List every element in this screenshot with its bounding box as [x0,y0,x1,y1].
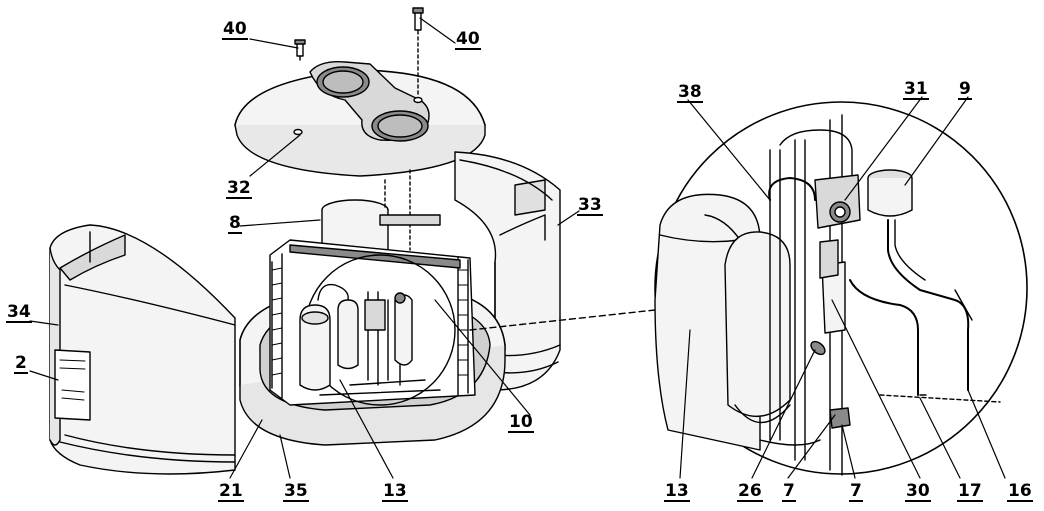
detail-view [654,101,1028,476]
callout-13-main: 13 [382,481,408,502]
callout-33: 33 [577,195,603,216]
callout-31: 31 [903,79,929,100]
callout-40-left: 40 [222,19,248,40]
callout-9: 9 [958,79,972,100]
screw-right [412,7,424,31]
callout-32: 32 [226,178,252,199]
callout-8: 8 [228,213,242,234]
callout-7-a: 7 [782,481,796,502]
callout-26: 26 [737,481,763,502]
callout-2: 2 [14,353,28,374]
heat-pump-unit [269,239,476,406]
rear-cover [454,151,561,391]
callout-10: 10 [508,412,534,433]
callout-38: 38 [677,82,703,103]
callout-13-detail: 13 [664,481,690,502]
callout-34: 34 [6,302,32,323]
callout-30: 30 [905,481,931,502]
top-lid [234,24,486,177]
callout-16: 16 [1007,481,1033,502]
callout-40-right: 40 [455,29,481,50]
leader-lines [29,17,1006,479]
screw-left [294,39,306,57]
filter-cylinder [321,169,441,257]
front-cover-panel [49,224,236,475]
detail-leader-line [469,309,656,331]
callout-17: 17 [957,481,983,502]
callout-7-b: 7 [849,481,863,502]
callout-21: 21 [218,481,244,502]
callout-35: 35 [283,481,309,502]
